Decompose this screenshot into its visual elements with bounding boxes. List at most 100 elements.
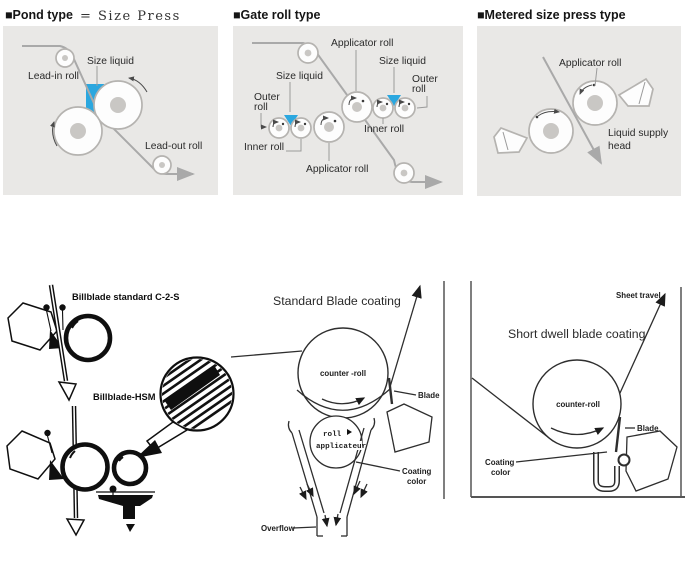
- billblade-standard-diagram: [7, 284, 113, 402]
- blade: [387, 377, 394, 405]
- counter-roll-label: counter-roll: [556, 400, 600, 409]
- coating-color-label-1: Coating: [402, 467, 432, 476]
- dwell-chamber: [593, 452, 620, 492]
- coating-funnel: [287, 417, 376, 537]
- pond-lead-in-roll: [55, 48, 75, 68]
- blade-holder: [386, 403, 433, 453]
- gate-outer-left-label-2: roll: [254, 102, 268, 113]
- gate-applicator-bottom-label: Applicator roll: [306, 164, 368, 175]
- pivot: [617, 453, 631, 467]
- rotation-arrow-icon: [321, 397, 366, 406]
- pond-title: ■Pond type: [5, 8, 73, 22]
- applicateur-label-box: [314, 441, 362, 450]
- backing-roll: [63, 313, 113, 363]
- pond-size-liquid-label: Size liquid: [87, 56, 134, 67]
- leader: [393, 390, 417, 396]
- billblade-hsm-diagram: [6, 356, 235, 537]
- metered-size-press-panel: ■Metered size press type Applicator roll…: [477, 8, 681, 196]
- blade: [614, 416, 622, 453]
- blade-label: Blade: [418, 391, 440, 400]
- small-arrow-icon: [347, 429, 352, 435]
- leader: [292, 526, 317, 529]
- tray-drip-icon: [126, 524, 135, 532]
- pond-lead-out-label: Lead-out roll: [145, 141, 202, 152]
- gate-size-liquid-right-pool: [387, 95, 401, 106]
- leader: [515, 451, 608, 463]
- gate-applicator-roll-left: [313, 111, 345, 143]
- gate-size-liquid-left-pool: [284, 115, 298, 126]
- leader: [594, 67, 598, 87]
- gate-inner-right-label: Inner roll: [364, 124, 404, 135]
- counter-roll: [532, 359, 622, 449]
- metered-supply-head-left: [493, 126, 529, 154]
- gate-outer-right-label-2: roll: [412, 84, 426, 95]
- leader: [286, 139, 302, 152]
- standard-blade-panel: Standard Blade coating counter -roll: [230, 281, 445, 537]
- gate-roll-panel: ■Gate roll type: [233, 8, 463, 195]
- sheet-travel-label: Sheet travel: [616, 291, 661, 300]
- billblade-panel: Billblade standard C-2-S Billblade-HSM: [6, 284, 235, 537]
- pond-press-roll-bottom: [50, 106, 103, 156]
- blade-holder: [625, 430, 678, 492]
- rotation-arrow-icon: [128, 76, 148, 93]
- web-out: [389, 284, 422, 388]
- coating-color-label-1: Coating: [485, 458, 515, 467]
- metered-liquid-supply-label-2: head: [608, 141, 631, 152]
- inset-pointer-arrowhead-icon: [136, 440, 162, 458]
- metered-liquid-supply-label-1: Liquid supply: [608, 128, 669, 139]
- metered-supply-head-right: [617, 77, 654, 107]
- web-in: [471, 377, 554, 442]
- web-in: [230, 350, 303, 358]
- billblade-hsm-title: Billblade-HSM: [93, 392, 156, 402]
- gate-outer-left-label-1: Outer: [254, 92, 280, 103]
- pond-lead-in-label: Lead-in roll: [28, 71, 79, 82]
- web-arrowhead-icon: [57, 381, 78, 402]
- gate-outer-roll-left: [268, 117, 290, 139]
- gate-outer-right-label-1: Outer: [412, 74, 438, 85]
- gate-lead-in-roll: [297, 42, 319, 64]
- leader: [355, 461, 401, 472]
- pond-lead-out-roll: [152, 155, 172, 175]
- coating-color-label-2: color: [407, 477, 426, 486]
- metered-applicator-label: Applicator roll: [559, 58, 621, 69]
- pond-type-panel: ■Pond type = Size Press Size liquid Lead…: [3, 8, 218, 195]
- gate-applicator-roll-upper: [341, 91, 373, 123]
- gate-size-liquid-right-label: Size liquid: [379, 56, 426, 67]
- gate-title: ■Gate roll type: [233, 8, 320, 22]
- billblade-standard-title: Billblade standard C-2-S: [72, 292, 179, 302]
- metered-web: [542, 56, 602, 165]
- web-arrowhead-icon: [65, 518, 86, 537]
- short-dwell-panel: Short dwell blade coating Sheet travel c…: [470, 281, 685, 498]
- pond-subtitle: = Size Press: [80, 9, 181, 24]
- gate-inner-roll-right: [372, 97, 394, 119]
- rotation-arrow-icon: [50, 121, 58, 147]
- roll-label-box: [320, 428, 344, 437]
- gate-size-liquid-left-label: Size liquid: [276, 71, 323, 82]
- rotation-arrow-icon: [550, 427, 605, 436]
- overflow-label: Overflow: [261, 524, 296, 533]
- blade-label: Blade: [637, 424, 659, 433]
- leader: [416, 96, 428, 109]
- gate-outer-roll-right: [394, 97, 416, 119]
- gate-lead-out-roll: [393, 162, 415, 184]
- coating-color-label-2: color: [491, 468, 510, 477]
- leader: [260, 113, 267, 130]
- gate-applicator-top-label: Applicator roll: [331, 38, 393, 49]
- coating-tray: [98, 495, 153, 519]
- pond-press-roll-top: [93, 76, 148, 130]
- metered-applicator-roll-upper: [572, 80, 618, 126]
- short-dwell-title: Short dwell blade coating: [508, 327, 646, 341]
- counter-roll-label: counter -roll: [320, 369, 366, 378]
- gate-inner-left-label: Inner roll: [244, 142, 284, 153]
- applicateur-label: applicateur: [316, 443, 367, 451]
- metered-applicator-roll-lower: [528, 108, 574, 154]
- backing-roll: [60, 442, 110, 492]
- applicator-roll-label: roll: [323, 431, 342, 439]
- metered-title: ■Metered size press type: [477, 8, 626, 22]
- standard-blade-title: Standard Blade coating: [273, 294, 401, 308]
- applicator-roll: [111, 449, 149, 487]
- gate-inner-roll-left: [290, 117, 312, 139]
- blade-tip-magnified-inset: [162, 359, 232, 429]
